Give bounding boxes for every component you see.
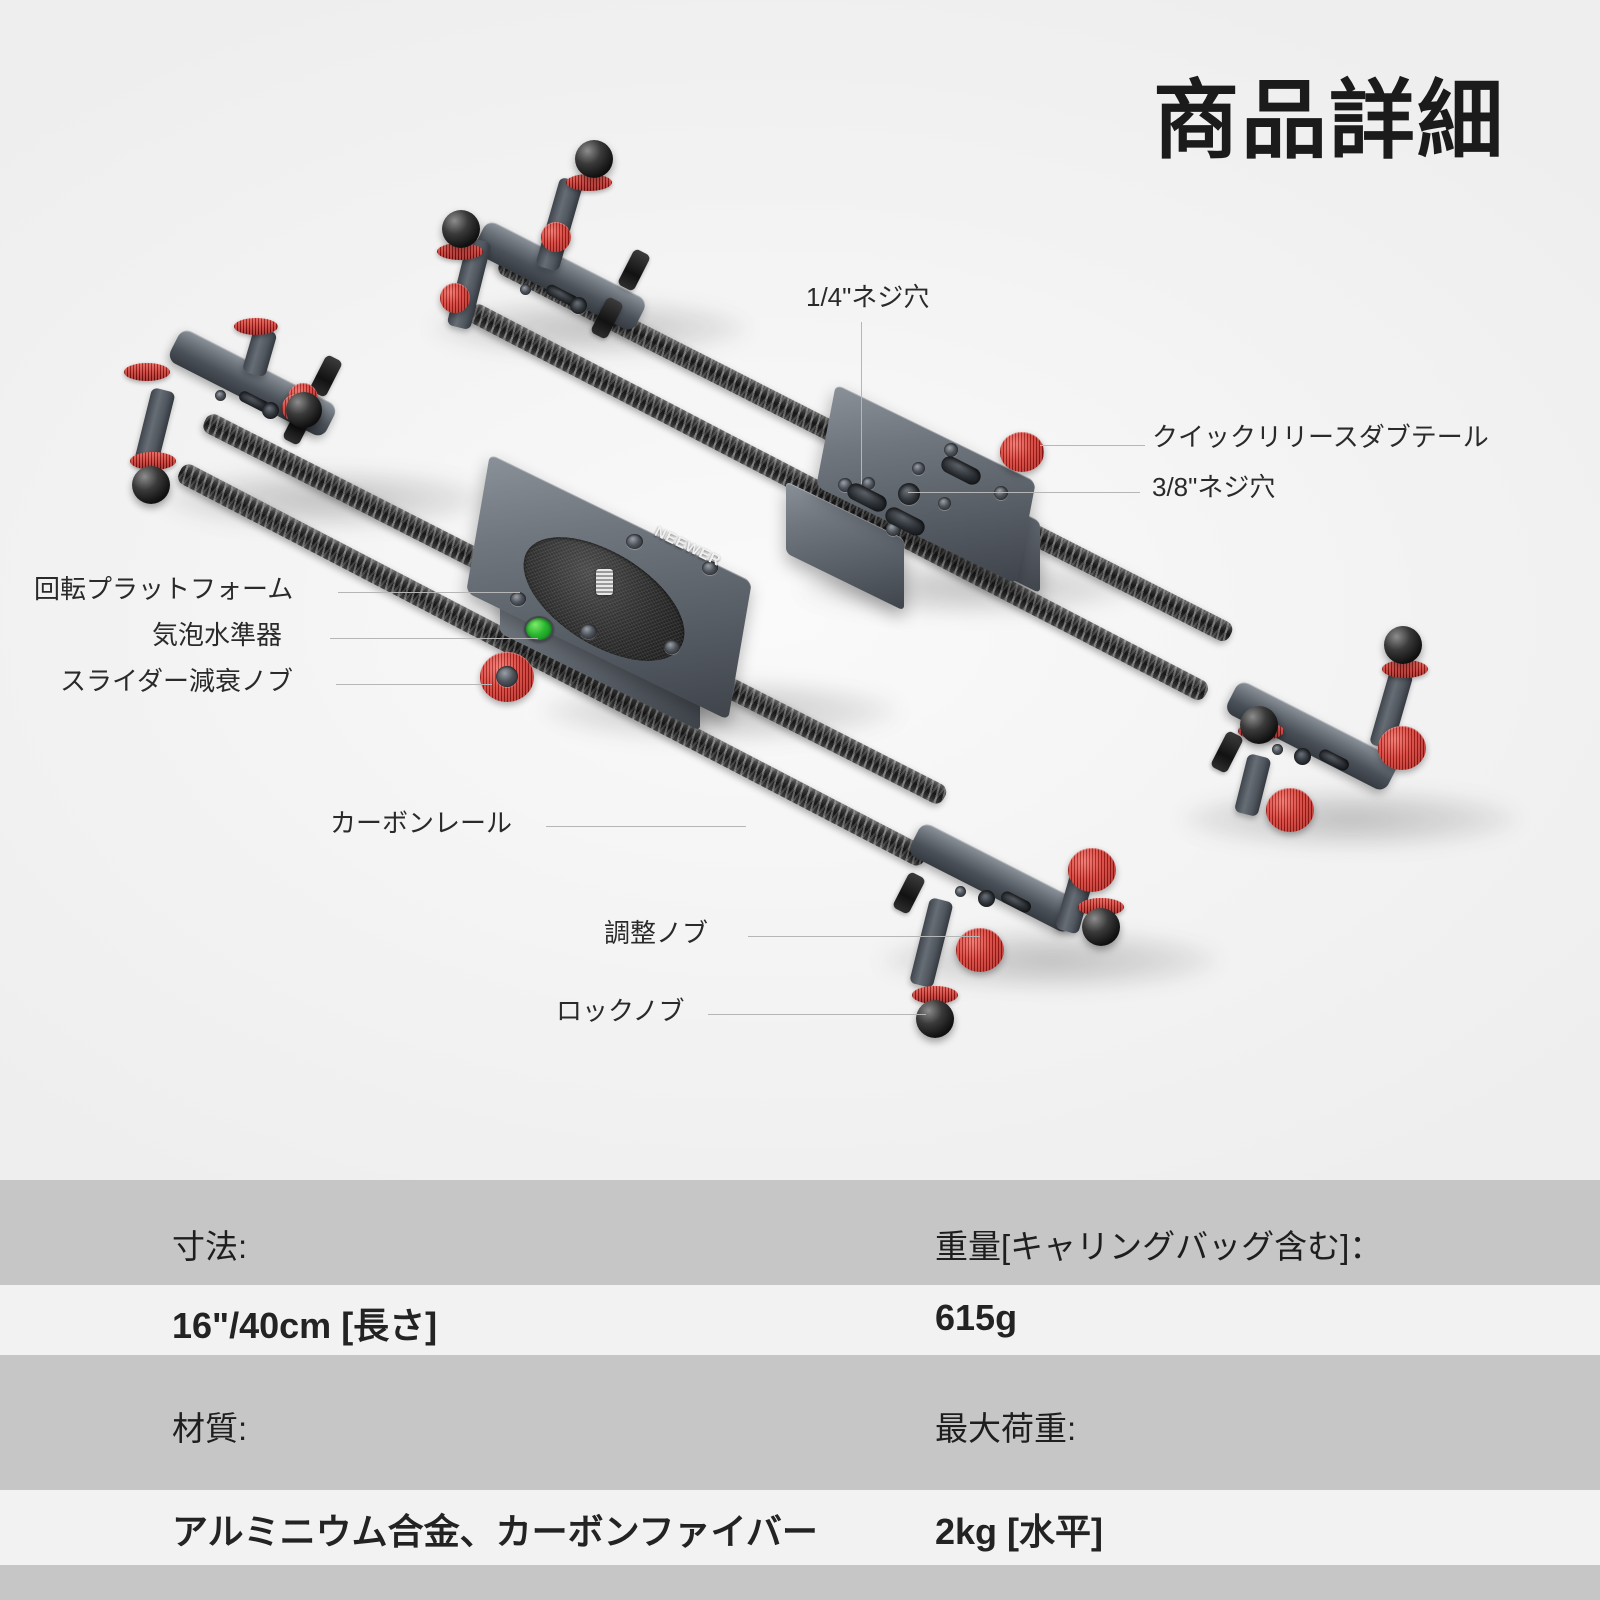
annotation-adjustment-knob: 調整ノブ [604,918,709,948]
adjustment-knob[interactable] [956,928,1004,972]
ball-foot [1384,626,1422,664]
bracket-threaded-hole [1294,748,1311,765]
leader-line-carbon-rail [546,826,746,827]
platform-screw-hole [702,561,718,575]
spec-row-1-value-band [0,1285,1600,1355]
corner-screw [994,486,1008,500]
leader-line-adjustment-knob [748,936,980,937]
ball-foot [575,140,613,178]
spec-table: 寸法: 重量[キャリングバッグ含む]： 16"/40cm [長さ] 615g 材… [0,1180,1600,1600]
annotation-rotating-platform: 回転プラットフォーム [34,574,294,604]
bracket-hole [1272,744,1283,755]
ball-foot [1082,908,1120,946]
leader-line-three-eighth [908,492,1140,493]
plate-hole [912,462,925,475]
adjustment-knob [541,222,571,252]
ball-foot [442,210,480,248]
lock-knob-ring[interactable] [912,986,958,1004]
plate-hole [938,497,951,510]
spec-value-material: アルミニウム合金、カーボンファイバー [172,1511,818,1552]
bracket-hole [520,284,531,295]
three-eighth-screw-hole [898,483,920,505]
hero-background [0,0,1600,1180]
spec-row-1-header-band [0,1180,1600,1285]
lock-knob-ring [437,243,483,260]
platform-screw-hole [510,592,526,606]
annotation-slider-damping-knob: スライダー減衰ノブ [60,666,293,696]
spec-footer-band [0,1565,1600,1600]
spec-row-2-value-band [0,1490,1600,1565]
ball-foot [1240,706,1278,744]
ball-foot [916,1000,954,1038]
spec-key-dimensions: 寸法: [172,1228,248,1265]
annotation-three-eighth-screw-hole: 3/8"ネジ穴 [1152,472,1276,502]
spec-key-material: 材質: [172,1410,248,1447]
bracket-hole [955,886,966,897]
spec-key-weight: 重量[キャリングバッグ含む]： [935,1228,1383,1265]
adjustment-knob[interactable] [1266,788,1314,832]
bracket-threaded-hole [978,890,995,907]
annotation-quarter-screw-hole: 1/4"ネジ穴 [806,282,930,312]
spec-row-2-header-band [0,1355,1600,1490]
spec-value-weight: 615g [935,1297,1018,1338]
lock-knob-ring [566,174,612,191]
spec-value-max-load: 2kg [水平] [935,1511,1104,1552]
product-hero: 商品詳細 [0,0,1600,1180]
damping-knob-center [496,666,518,687]
platform-screw-hole [626,534,643,549]
bracket-threaded-hole [262,402,279,419]
leader-line-rotating-platform [338,592,520,593]
leader-line-dovetail [1040,445,1145,446]
annotation-bubble-level: 気泡水準器 [152,620,283,650]
spec-key-max-load: 最大荷重: [935,1410,1077,1447]
platform-screw-hole [664,640,680,654]
annotation-quick-release-dovetail: クイックリリースダブテール [1152,422,1489,452]
platform-screw-hole [580,624,597,639]
lock-knob-ring[interactable] [1382,660,1428,678]
leader-line-lock-knob [708,1014,926,1015]
bracket-hole [215,390,226,401]
annotation-carbon-rail: カーボンレール [330,808,513,838]
quick-release-knob[interactable] [1000,432,1044,472]
bubble-level [524,616,554,642]
ball-foot [286,392,322,428]
leader-line-damping-knob [336,684,492,685]
lock-knob-ring [234,318,278,335]
lock-knob-ring [124,363,170,381]
page-title: 商品詳細 [1153,73,1505,169]
lock-knob-ring [130,452,176,470]
annotation-lock-knob: ロックノブ [556,996,685,1026]
adjustment-knob[interactable] [1068,848,1116,892]
bracket-threaded-hole [570,297,587,314]
spec-value-dimensions: 16"/40cm [長さ] [172,1305,438,1346]
ball-foot [132,466,170,504]
corner-screw [944,443,958,457]
adjustment-knob [440,283,470,313]
leader-line-quarter-screw [861,322,862,484]
quarter-screw-stud [596,569,613,595]
adjustment-knob[interactable] [1378,726,1426,770]
leader-line-bubble-level [330,638,538,639]
ground-shadow [1180,790,1520,848]
